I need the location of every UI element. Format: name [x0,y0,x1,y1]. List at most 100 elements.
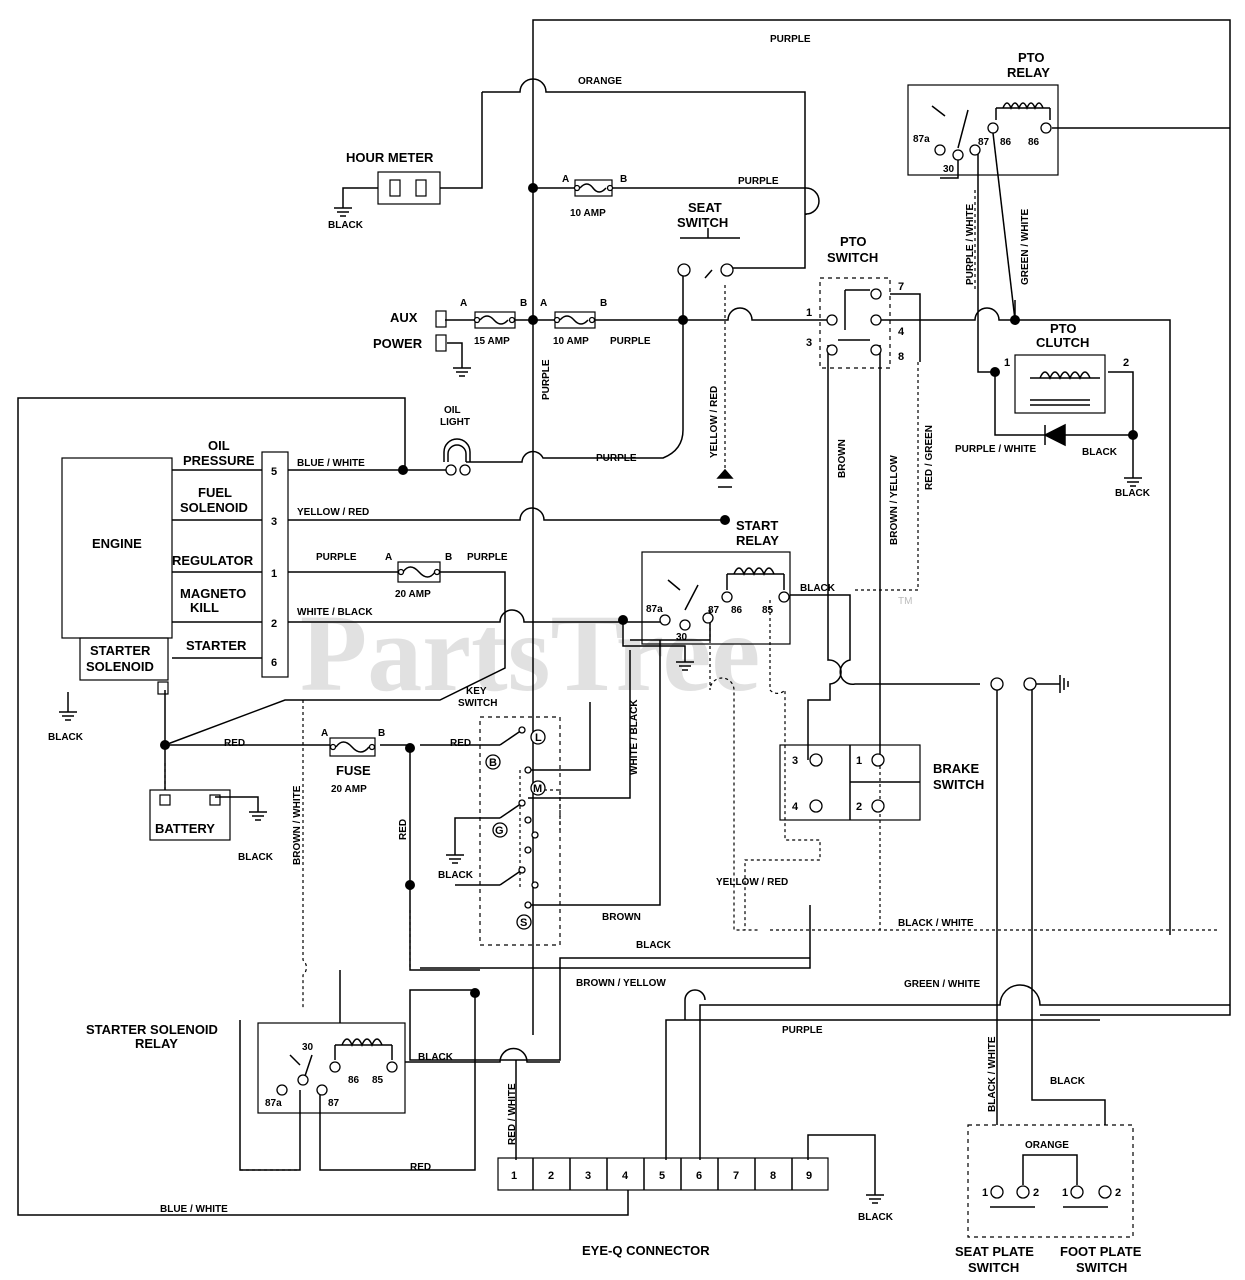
start-relay-pin-87a: 87a [646,604,663,615]
seat-plate-label-2: SWITCH [968,1260,1019,1275]
pto-switch-pin-4: 4 [898,326,905,338]
pto-clutch-label-1: PTO [1050,321,1077,336]
brake-pin-1: 1 [856,755,862,767]
oil-light: OIL LIGHT [440,405,471,476]
wire-purple-top: PURPLE [770,34,811,45]
wire-black-white-lower: BLACK / WHITE [898,918,974,929]
ground-symbols [59,207,1142,1204]
seat-plate-pin-1: 1 [982,1187,988,1199]
fuse15-a: A [460,298,467,309]
wire-red-white-vertical: RED / WHITE [507,1083,518,1145]
pto-clutch-label-2: CLUTCH [1036,335,1089,350]
foot-plate-label-1: FOOT PLATE [1060,1244,1142,1259]
pto-switch: 1 3 7 4 8 PTO SWITCH [806,234,921,369]
pto-relay-pin-86: 86 [1000,137,1012,148]
wire-orange-plates: ORANGE [1025,1140,1069,1151]
wire-brown-yellow-vertical: BROWN / YELLOW [889,455,900,545]
fuse20-b: B [445,552,452,563]
wire-red-ssrelay: RED [410,1162,431,1173]
wire-green-white-vertical: GREEN / WHITE [1020,209,1031,285]
pto-clutch-pin-1: 1 [1004,357,1010,369]
key-switch-label-1: KEY [466,686,487,697]
magneto-kill-label-2: KILL [190,600,219,615]
fuse-main-rating: 20 AMP [331,784,367,795]
wire-purple-white-vertical: PURPLE / WHITE [965,204,976,285]
wire-purple-oil: PURPLE [596,453,637,464]
wire-black-eyeq-gnd: BLACK [858,1212,894,1223]
eye-q-pin-4: 4 [622,1170,629,1182]
wire-purple-vertical: PURPLE [541,359,552,400]
fuse-main: A B FUSE 20 AMP [321,728,385,795]
pto-switch-label-1: PTO [840,234,867,249]
wire-blue-white-pin5: BLUE / WHITE [297,458,365,469]
fuse-main-a: A [321,728,328,739]
engine-pin-1: 1 [271,568,277,580]
eye-q-label: EYE-Q CONNECTOR [582,1243,710,1258]
pto-relay-pin-87: 87 [978,137,990,148]
key-letter-b: B [489,757,497,769]
wire-white-black-pin2: WHITE / BLACK [297,607,373,618]
wire-black-key-gnd: BLACK [438,870,474,881]
pto-relay: 87a 30 87 86 86 PTO RELAY [907,50,1059,176]
engine-pin-3: 3 [271,516,277,528]
key-switch: KEY SWITCH B L M G S [458,686,561,946]
fuse-main-b: B [378,728,385,739]
wire-black-battery: BLACK [238,852,274,863]
wire-black-lower: BLACK [636,940,672,951]
fuel-solenoid-label-1: FUEL [198,485,232,500]
oil-pressure-label-1: OIL [208,438,230,453]
junction-dots [160,183,1138,998]
starter-label: STARTER [186,638,247,653]
starter-solenoid-label-2: SOLENOID [86,659,154,674]
seat-plate-pin-2: 2 [1033,1187,1039,1199]
wire-black-white-vertical: BLACK / WHITE [987,1036,998,1112]
eye-q-pin-2: 2 [548,1170,554,1182]
key-letter-g: G [495,825,504,837]
fuse-main-label: FUSE [336,763,371,778]
pto-relay-pin-85: 86 [1028,137,1040,148]
brake-switch-label-1: BRAKE [933,761,980,776]
pto-clutch: 1 2 PTO CLUTCH [1004,321,1129,447]
engine: ENGINE STARTER SOLENOID 5 3 1 2 6 OIL PR… [61,438,373,695]
eye-q-pin-8: 8 [770,1170,776,1182]
start-relay-pin-86: 86 [731,605,743,616]
fuse-top-b: B [620,174,627,185]
seat-switch: SEAT SWITCH [677,200,740,277]
fuse15-b: B [520,298,527,309]
start-relay-pin-30: 30 [676,632,688,643]
fuse20-rating: 20 AMP [395,589,431,600]
wire-red-vertical: RED [398,819,409,840]
wire-purple-fuse: PURPLE [738,176,779,187]
wire-purple-white-clutch: PURPLE / WHITE [955,444,1036,455]
fuse-10amp-top: A B 10 AMP [562,174,627,219]
engine-label: ENGINE [92,536,142,551]
wire-black-clutch: BLACK [1082,447,1118,458]
seat-plate-label-1: SEAT PLATE [955,1244,1034,1259]
foot-plate-pin-2: 2 [1115,1187,1121,1199]
battery: BATTERY BLACK [149,789,274,863]
pto-relay-label-1: PTO [1018,50,1045,65]
fuse15-rating: 15 AMP [474,336,510,347]
oil-pressure-label-2: PRESSURE [183,453,255,468]
fuse-top-a: A [562,174,569,185]
wire-black-startrelay: BLACK [800,583,836,594]
wire-yellow-red-vertical: YELLOW / RED [709,386,720,458]
wire-brown-vertical: BROWN [837,439,848,478]
wire-red-key: RED [450,738,471,749]
wire-black-hourmeter: BLACK [328,220,364,231]
starter-solenoid-label-1: STARTER [90,643,151,658]
wire-red-battery: RED [224,738,245,749]
fuse-20amp-regulator: A B 20 AMP PURPLE [385,552,508,600]
power-label: POWER [373,336,423,351]
wire-blue-white-bottom: BLUE / WHITE [160,1204,228,1215]
pto-relay-pin-87a: 87a [913,134,930,145]
start-relay-label-2: RELAY [736,533,779,548]
key-letter-l: L [535,732,542,744]
engine-pin-5: 5 [271,466,277,478]
wire-brown-yellow-lower: BROWN / YELLOW [576,978,666,989]
pto-relay-label-2: RELAY [1007,65,1050,80]
wires-solid [17,19,1231,1216]
start-relay-pin-85: 85 [762,605,774,616]
starter-solenoid-relay: 87a 30 87 86 85 STARTER SOLENOID RELAY [86,1022,406,1114]
wire-black-ssrelay: BLACK [418,1052,454,1063]
